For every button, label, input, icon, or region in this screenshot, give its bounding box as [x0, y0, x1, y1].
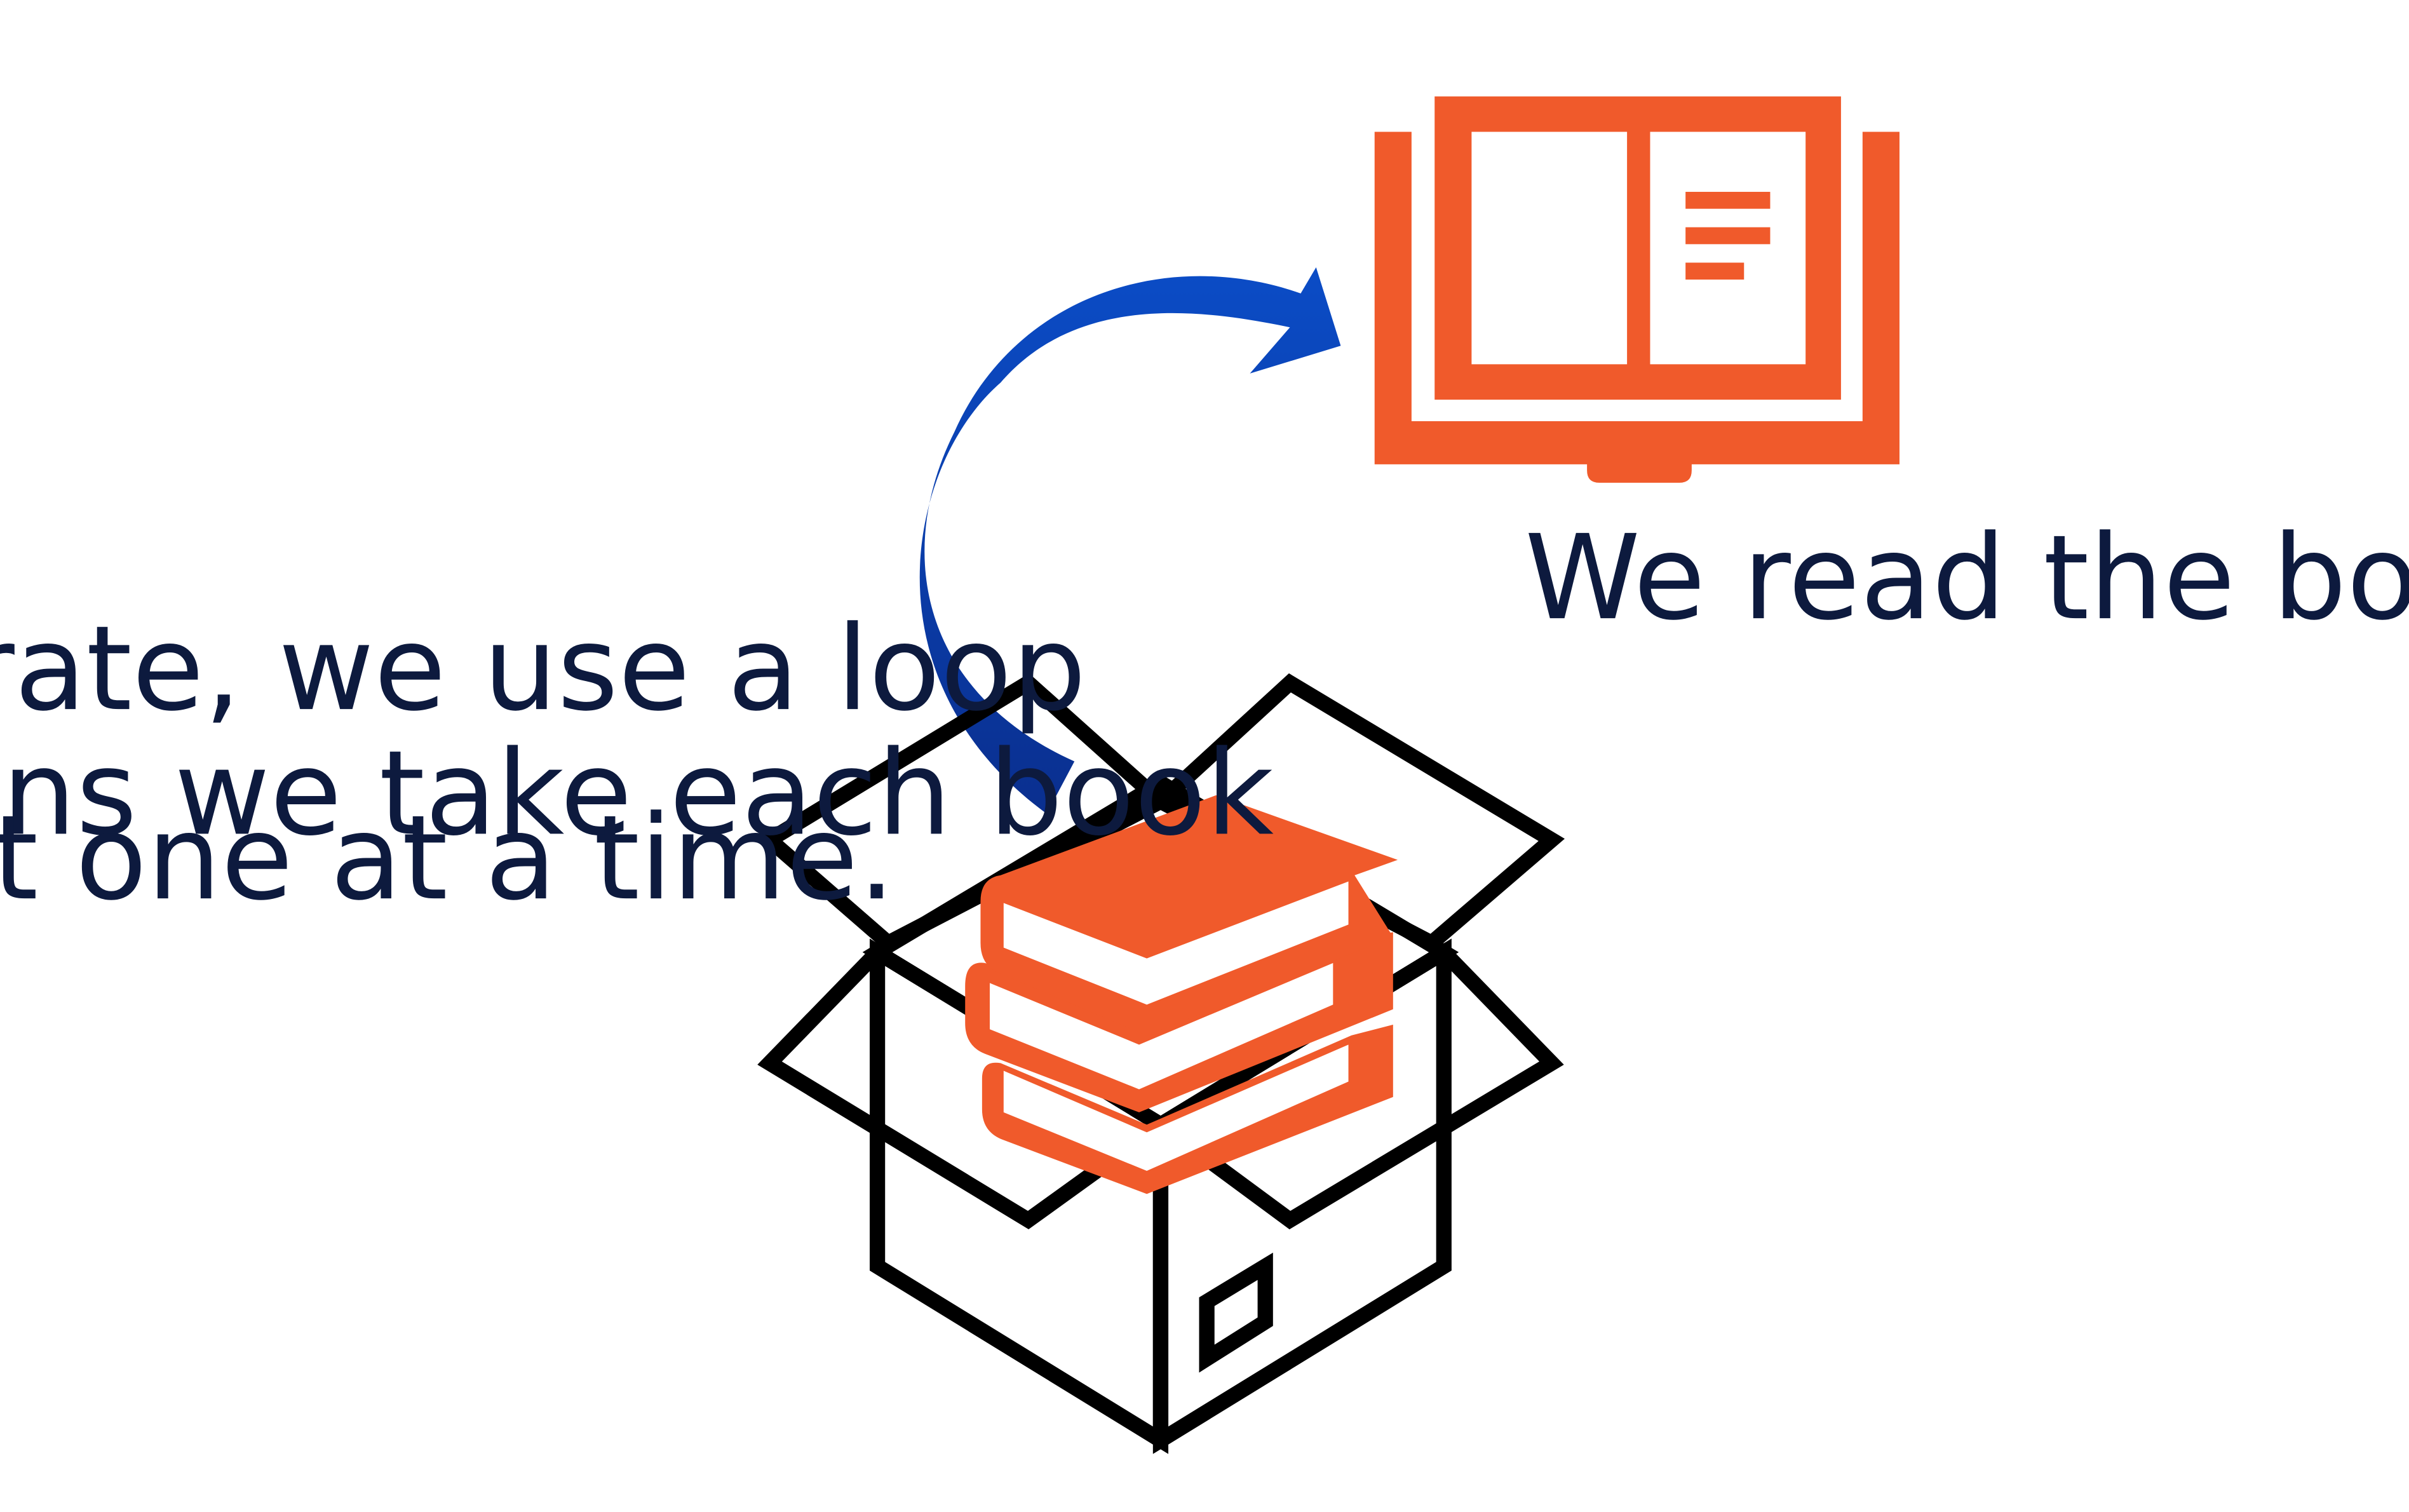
box-flap-back-left — [757, 673, 1175, 952]
open-book-text-line — [1685, 191, 1771, 209]
open-book-text-line — [1685, 227, 1771, 245]
curved-arrow-icon — [919, 267, 1341, 814]
open-book-base — [1374, 132, 1900, 483]
box-handle-slot — [1199, 1252, 1273, 1373]
book-stack-icon — [965, 795, 1398, 1194]
book-top — [980, 795, 1398, 1036]
open-book-icon — [1374, 96, 1900, 483]
open-book-text-line — [1685, 262, 1744, 280]
caption-one-at-a-time: out one at a time. — [0, 790, 895, 926]
caption-read-book: We read the book — [1525, 510, 2409, 646]
caption-take-each-book: This means we take each book — [0, 726, 1274, 861]
caption-iterate-loop: To iterate, we use a loop — [0, 601, 1086, 737]
arrow-body — [919, 267, 1341, 814]
book-bottom — [982, 1024, 1393, 1194]
box-flap-front-right — [1147, 942, 1564, 1230]
open-book-pages — [1434, 96, 1841, 400]
